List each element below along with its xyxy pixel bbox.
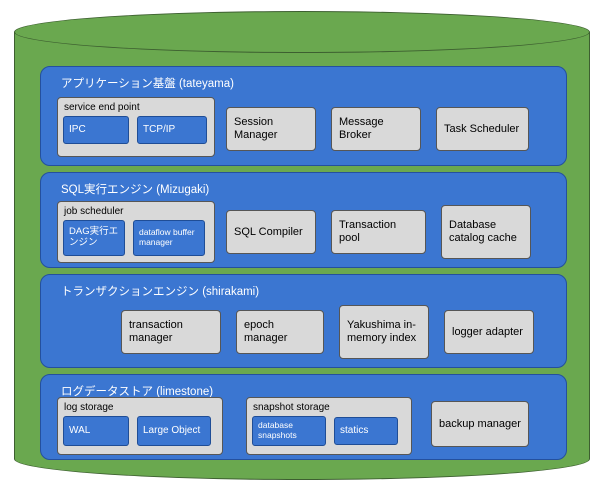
group-snapshot-storage: snapshot storage database snapshots stat… — [246, 397, 412, 455]
component-label: TCP/IP — [143, 124, 176, 136]
component-message-broker: Message Broker — [331, 107, 421, 151]
component-label: Task Scheduler — [444, 122, 520, 135]
component-epoch-manager: epoch manager — [236, 310, 324, 354]
group-items: DAG実行エンジン dataflow buffer manager — [58, 220, 214, 256]
component-transaction-pool: Transaction pool — [331, 210, 426, 254]
layer-limestone: ログデータストア (limestone) log storage WAL Lar… — [40, 374, 567, 460]
component-task-scheduler: Task Scheduler — [436, 107, 529, 151]
layer-title: ログデータストア (limestone) — [61, 386, 214, 398]
component-database-catalog-cache: Database catalog cache — [441, 205, 531, 259]
component-label: SQL Compiler — [234, 225, 303, 238]
component-label: Yakushima in-memory index — [347, 319, 417, 344]
component-row: SQL Compiler Transaction pool Database c… — [226, 205, 531, 259]
component-label: statics — [340, 425, 369, 437]
group-label: service end point — [64, 102, 140, 113]
component-logger-adapter: logger adapter — [444, 310, 534, 354]
component-label: database snapshots — [258, 420, 297, 440]
component-dag-execution-engine: DAG実行エンジン — [63, 220, 125, 256]
layer-shirakami: トランザクションエンジン (shirakami) transaction man… — [40, 274, 567, 368]
group-service-end-point: service end point IPC TCP/IP — [57, 97, 215, 157]
component-statics: statics — [334, 417, 398, 445]
group-label: log storage — [64, 402, 114, 413]
component-label: DAG実行エンジン — [69, 226, 119, 248]
component-large-object: Large Object — [137, 416, 211, 446]
component-row: transaction manager epoch manager Yakush… — [121, 305, 534, 359]
component-label: Session Manager — [234, 116, 278, 141]
component-label: IPC — [69, 124, 86, 136]
group-job-scheduler: job scheduler DAG実行エンジン dataflow buffer … — [57, 201, 215, 263]
component-row: Session Manager Message Broker Task Sche… — [226, 107, 529, 151]
component-tcpip: TCP/IP — [137, 116, 207, 144]
component-label: WAL — [69, 425, 91, 437]
group-items: WAL Large Object — [58, 416, 222, 446]
component-yakushima-in-memory-index: Yakushima in-memory index — [339, 305, 429, 359]
layer-title: アプリケーション基盤 (tateyama) — [61, 78, 234, 90]
layer-tateyama: アプリケーション基盤 (tateyama) service end point … — [40, 66, 567, 166]
group-label: job scheduler — [64, 206, 124, 217]
component-wal: WAL — [63, 416, 129, 446]
component-label: Transaction pool — [339, 219, 397, 244]
group-items: database snapshots statics — [247, 416, 411, 446]
group-log-storage: log storage WAL Large Object — [57, 397, 223, 455]
component-label: transaction manager — [129, 319, 183, 344]
layer-mizugaki: SQL実行エンジン (Mizugaki) job scheduler DAG実行… — [40, 172, 567, 268]
component-label: logger adapter — [452, 325, 523, 338]
component-database-snapshots: database snapshots — [252, 416, 326, 446]
component-label: Large Object — [143, 425, 201, 437]
component-session-manager: Session Manager — [226, 107, 316, 151]
layer-title: トランザクションエンジン (shirakami) — [61, 286, 260, 298]
component-dataflow-buffer-manager: dataflow buffer manager — [133, 220, 205, 256]
component-label: Message Broker — [339, 116, 384, 141]
component-ipc: IPC — [63, 116, 129, 144]
group-label: snapshot storage — [253, 402, 330, 413]
database-cylinder-top — [14, 11, 590, 53]
component-transaction-manager: transaction manager — [121, 310, 221, 354]
component-label: epoch manager — [244, 319, 288, 344]
group-items: IPC TCP/IP — [58, 116, 214, 144]
component-label: Database catalog cache — [449, 219, 517, 244]
component-label: backup manager — [439, 417, 521, 430]
component-label: dataflow buffer manager — [139, 227, 195, 247]
component-sql-compiler: SQL Compiler — [226, 210, 316, 254]
component-backup-manager: backup manager — [431, 401, 529, 447]
layer-title: SQL実行エンジン (Mizugaki) — [61, 184, 210, 196]
